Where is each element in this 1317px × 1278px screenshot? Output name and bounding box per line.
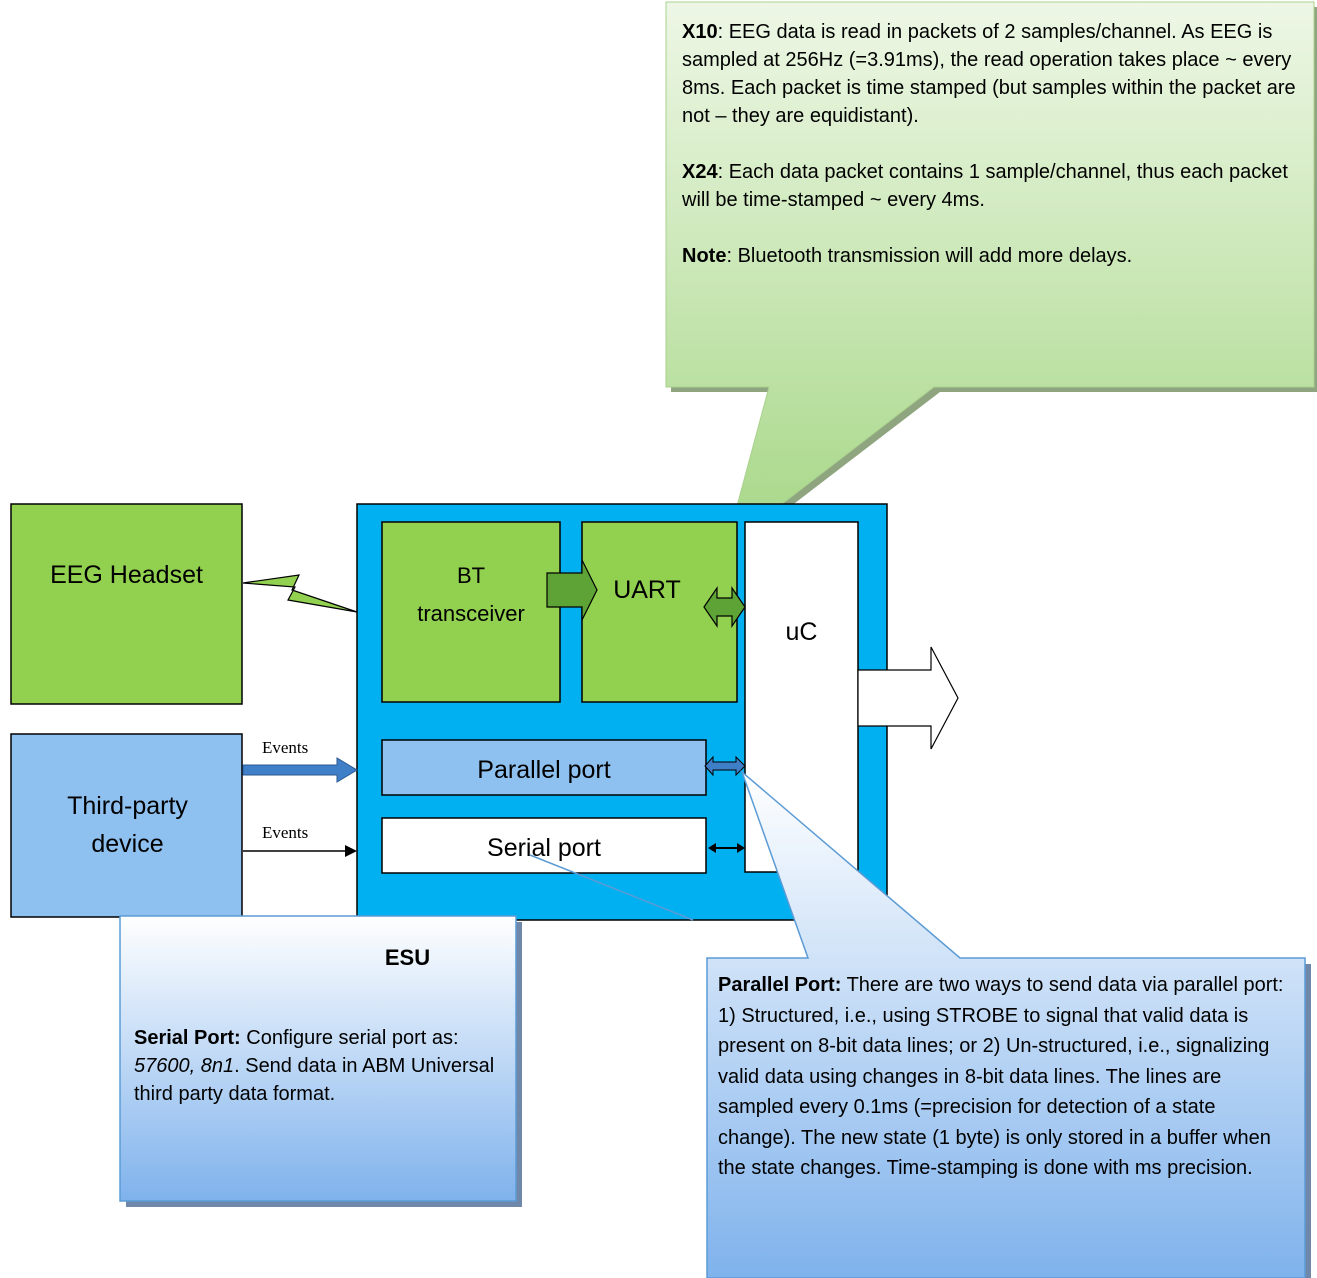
serial-port-box <box>381 817 707 874</box>
parallel-callout-text: There are two ways to send data via para… <box>718 974 1284 1179</box>
callout-serial-shape <box>119 915 517 1202</box>
uart-label: UART <box>613 575 681 604</box>
callout-parallel-shape <box>706 769 1306 1278</box>
uc-output-arrow <box>857 646 959 750</box>
serial-port-label: Serial port <box>487 833 601 862</box>
callout-top-shape <box>665 1 1315 549</box>
parallel-callout-label: Parallel Port: <box>718 974 842 996</box>
callout-serial-pointer <box>529 854 694 921</box>
callout-note-paragraph: Note: Bluetooth transmission will add mo… <box>682 242 1302 270</box>
serial-callout-settings: 57600, 8n1 <box>134 1055 235 1077</box>
bt-to-uart-arrow <box>546 559 598 621</box>
wireless-link-icon <box>242 574 358 613</box>
bt-transceiver-label: BT transceiver <box>382 545 560 645</box>
uc-label: uC <box>785 617 818 646</box>
serial-callout-label: Serial Port: <box>134 1027 241 1049</box>
callout-top-text: X10: EEG data is read in packets of 2 sa… <box>682 18 1302 270</box>
bt-transceiver-box <box>381 521 561 703</box>
events-bottom-label: Events <box>262 823 309 842</box>
note-text: : Bluetooth transmission will add more d… <box>726 245 1133 267</box>
third-party-device-box <box>10 733 243 918</box>
callout-x24-paragraph: X24: Each data packet contains 1 sample/… <box>682 158 1302 214</box>
callout-x10-paragraph: X10: EEG data is read in packets of 2 sa… <box>682 18 1302 130</box>
x24-text: : Each data packet contains 1 sample/cha… <box>682 161 1288 211</box>
x24-label: X24 <box>682 161 718 183</box>
parallel-port-label: Parallel port <box>477 755 611 784</box>
parallel-uc-double-arrow <box>704 755 746 777</box>
third-party-label: Third-party device <box>67 791 188 858</box>
serial-uc-double-arrow <box>708 843 745 853</box>
callout-serial-text: Serial Port: Configure serial port as: 5… <box>134 1024 506 1108</box>
events-top-arrow <box>242 757 358 783</box>
events-bottom-arrow <box>243 845 357 857</box>
serial-callout-text1: Configure serial port as: <box>240 1027 459 1049</box>
eeg-headset-label: EEG Headset <box>50 560 203 589</box>
uart-uc-double-arrow <box>703 586 746 628</box>
callout-parallel-text: Parallel Port: There are two ways to sen… <box>718 970 1298 1184</box>
eeg-headset-box <box>10 503 243 705</box>
x10-label: X10 <box>682 21 718 43</box>
events-top-label: Events <box>262 738 309 757</box>
bt-label-line1: BT <box>456 563 486 588</box>
serial-callout-text2: . Send data in ABM Universal third party… <box>134 1055 495 1105</box>
bt-label-line2: transceiver <box>417 601 525 626</box>
esu-label: ESU <box>384 945 431 970</box>
parallel-port-box <box>381 739 707 796</box>
x10-text: : EEG data is read in packets of 2 sampl… <box>682 21 1296 127</box>
note-label: Note <box>682 245 727 267</box>
